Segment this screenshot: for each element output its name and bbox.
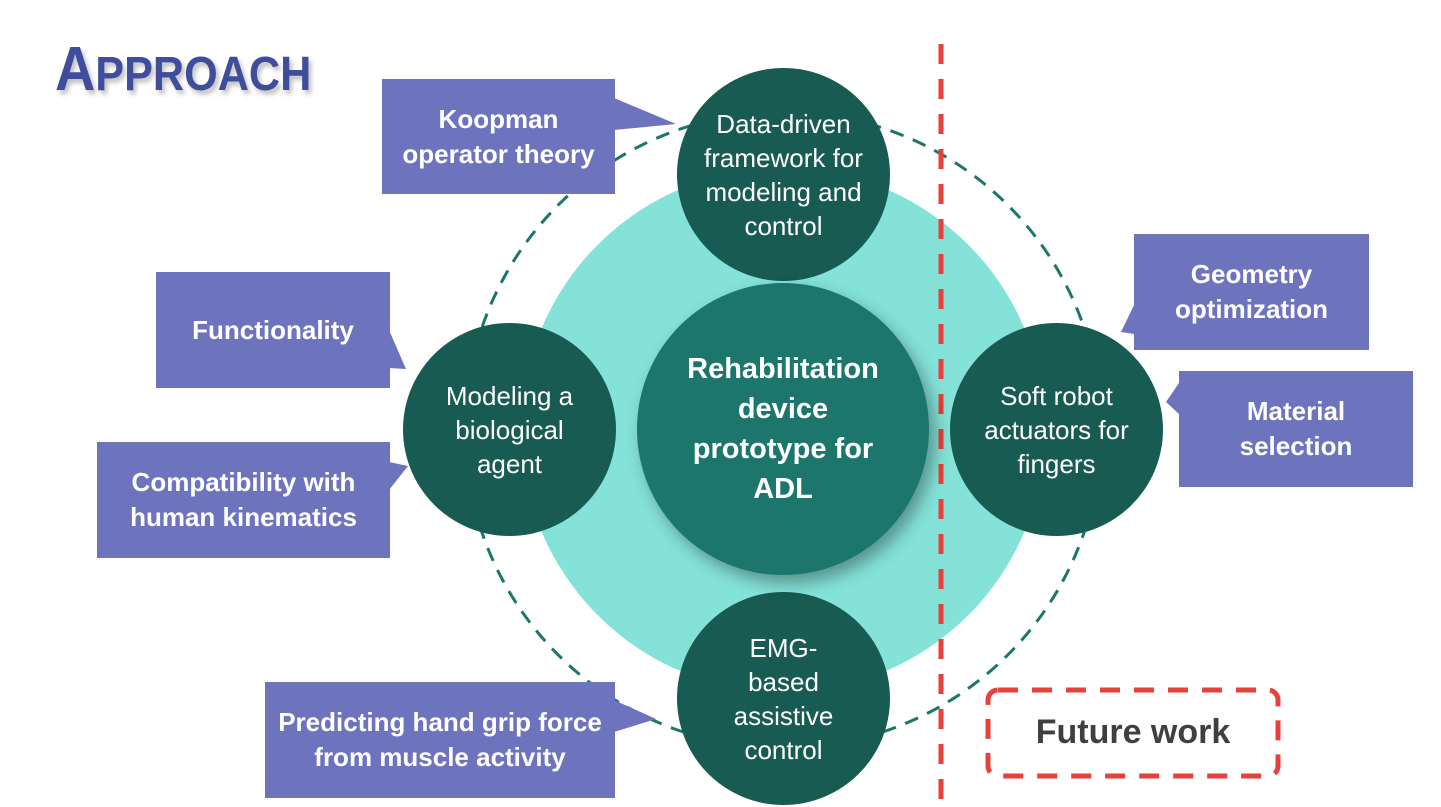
callout-predicting-text: Predicting hand grip force from muscle a… bbox=[278, 707, 602, 772]
node-soft-robot-actuators: Soft robot actuators for fingers bbox=[950, 323, 1163, 536]
callout-geometry-text: Geometry optimization bbox=[1174, 259, 1329, 324]
node-emg-assistive-control: EMG-based assistive control bbox=[677, 592, 890, 805]
koopman-pointer bbox=[614, 98, 676, 130]
future-work-label: Future work bbox=[986, 688, 1280, 777]
page-title: APPROACH bbox=[55, 35, 312, 104]
compatibility-pointer bbox=[389, 462, 408, 490]
node-modeling-biological-agent: Modeling a biological agent bbox=[403, 323, 616, 536]
node-soft-robot-actuators-label: Soft robot actuators for fingers bbox=[984, 380, 1129, 479]
callout-functionality-text: Functionality bbox=[192, 314, 354, 345]
callout-compatibility: Compatibility with human kinematics bbox=[97, 442, 390, 558]
future-work-box bbox=[985, 687, 1281, 779]
center-node-rehabilitation-device: Rehabilitation device prototype for ADL bbox=[637, 283, 929, 575]
callout-functionality: Functionality bbox=[156, 272, 390, 388]
callout-predicting-grip-force: Predicting hand grip force from muscle a… bbox=[265, 682, 615, 798]
node-emg-assistive-control-label: EMG-based assistive control bbox=[733, 632, 834, 765]
node-data-driven-framework-label: Data-driven framework for modeling and c… bbox=[704, 108, 863, 241]
node-modeling-biological-agent-label: Modeling a biological agent bbox=[445, 380, 574, 479]
predicting-pointer bbox=[614, 700, 656, 732]
callout-material-text: Material selection bbox=[1239, 396, 1353, 461]
material-pointer bbox=[1166, 383, 1179, 414]
center-node-label: Rehabilitation device prototype for ADL bbox=[687, 353, 879, 505]
callout-material: Material selection bbox=[1179, 371, 1413, 487]
callout-compatibility-text: Compatibility with human kinematics bbox=[130, 467, 357, 532]
functionality-pointer bbox=[389, 330, 406, 369]
callout-geometry: Geometry optimization bbox=[1134, 234, 1369, 350]
future-work-text: Future work bbox=[1035, 713, 1231, 751]
geometry-pointer bbox=[1121, 303, 1135, 334]
node-data-driven-framework: Data-driven framework for modeling and c… bbox=[677, 68, 890, 281]
callout-koopman-text: Koopman operator theory bbox=[402, 103, 595, 169]
callout-koopman: Koopman operator theory bbox=[382, 79, 615, 194]
